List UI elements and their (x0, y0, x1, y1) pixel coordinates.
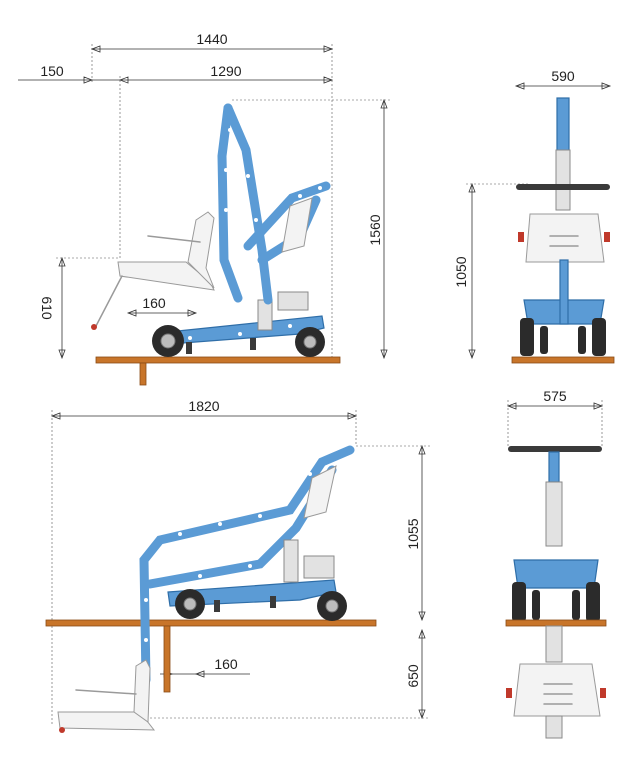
wood-plank-top (95, 356, 341, 364)
right-wheel-bottom-front (586, 582, 600, 622)
dim-total-length-top: 1440 (90, 31, 334, 360)
battery-box-top (277, 291, 309, 311)
dim-width-top-front: 590 (514, 68, 612, 90)
seat-bottom-front (513, 663, 601, 717)
wood-plank-top-front (511, 356, 615, 364)
left-wheel-bottom-front (512, 582, 526, 622)
dim-height-above-label: 1055 (405, 518, 421, 549)
dim-total-length-top-label: 1440 (196, 31, 227, 47)
dim-foot-offset-top-label: 160 (142, 295, 166, 311)
dim-total-length-bottom: 1820 (50, 398, 358, 724)
dim-seat-height: 610 (39, 256, 120, 360)
right-wheel-top-front (592, 318, 606, 356)
mast-top (188, 103, 331, 340)
dim-foot-offset-bottom: 160 (160, 656, 250, 678)
top-front-view: 590 1050 (453, 68, 615, 364)
dim-width-top-front-label: 590 (551, 68, 575, 84)
dim-foot-offset-top: 160 (126, 295, 198, 317)
dim-main-length-label: 1290 (210, 63, 241, 79)
left-wheel-top-front (520, 318, 534, 356)
boom-bottom (139, 445, 355, 685)
dim-height-top-label: 1560 (367, 214, 383, 245)
wood-plank-bottom (45, 619, 377, 627)
dim-width-bottom-front-label: 575 (543, 388, 567, 404)
dim-height-top: 1560 (232, 98, 392, 360)
dim-main-length-top: 150 1290 (18, 63, 334, 260)
mast-top-front (556, 97, 570, 155)
dim-width-bottom-front: 575 (506, 388, 604, 446)
bottom-front-view: 575 (505, 388, 607, 739)
handlebar-bottom-front (508, 446, 602, 452)
bottom-side-view: 1820 1055 650 160 (45, 398, 430, 733)
dim-rear-offset-label: 150 (40, 63, 64, 79)
battery-box-bottom (303, 555, 335, 579)
dim-seat-height-label: 610 (39, 296, 55, 320)
base-frame-top (152, 291, 325, 357)
seat-top-front (525, 213, 605, 263)
dim-foot-offset-bottom-label: 160 (214, 656, 238, 672)
wood-post-top (139, 362, 147, 386)
seat-bottom (57, 659, 156, 733)
wood-post-bottom (163, 625, 171, 693)
seat-top (91, 211, 215, 330)
dim-height-top-front: 1050 (453, 182, 530, 360)
base-bottom-front (513, 559, 599, 589)
top-side-view: 1440 150 1290 1560 610 160 (18, 31, 392, 386)
wood-plank-bottom-front (505, 619, 607, 627)
dim-depth-below-label: 650 (405, 664, 421, 688)
dim-total-length-bottom-label: 1820 (188, 398, 219, 414)
dim-height-top-front-label: 1050 (453, 256, 469, 287)
base-frame-bottom (167, 539, 347, 621)
dim-depth-below-bottom: 650 (150, 628, 430, 720)
dim-height-above-bottom: 1055 (356, 444, 430, 622)
handlebar-top-front (516, 184, 610, 190)
